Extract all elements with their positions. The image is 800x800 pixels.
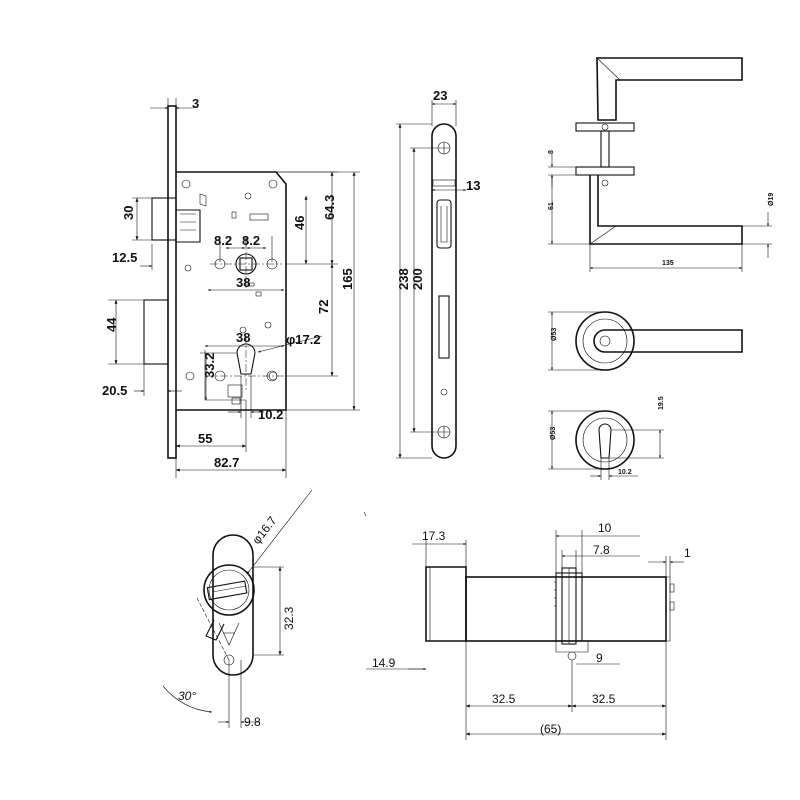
dim-cylinder-cam-angle: 30° xyxy=(178,689,196,703)
dim-latch-height: 30 xyxy=(121,206,136,220)
cylinder-side-dimensions: 17.3 10 7.8 1 14.9 9 32.5 32.5 (65) xyxy=(366,521,691,740)
faceplate-outline xyxy=(431,123,457,459)
escutcheon-outer xyxy=(575,410,635,470)
faceplate-view xyxy=(431,123,457,459)
dim-cylinder-line-38: 38 xyxy=(236,330,250,345)
latch-opening xyxy=(436,199,452,249)
cylinder-body xyxy=(465,576,667,642)
dim-spindle-offset-right: 8.2 xyxy=(242,233,260,248)
dim-center-distance: 72 xyxy=(316,300,331,314)
screw-hole xyxy=(268,179,278,189)
dim-half-left: 32.5 xyxy=(492,692,516,706)
dim-upper-height: 64.3 xyxy=(322,195,337,220)
rose-lower xyxy=(575,166,635,176)
keyway xyxy=(206,580,248,601)
cam xyxy=(205,619,225,641)
rose-outer xyxy=(575,311,635,371)
rose-dimensions: Ø53 xyxy=(548,311,605,371)
rose-front-view xyxy=(575,311,743,371)
cylinder-end-dimensions: φ16.7 32.3 9.8 30° xyxy=(162,489,367,729)
dim-end-offset: 1 xyxy=(684,546,691,560)
dim-body-height: 165 xyxy=(340,268,355,290)
cylinder-profile xyxy=(212,534,254,676)
dim-rose-diameter: Ø53 xyxy=(551,328,558,341)
dim-knob-length: 17.3 xyxy=(422,529,446,543)
dim-half-right: 32.5 xyxy=(592,692,616,706)
dead-bolt xyxy=(143,299,169,365)
dim-faceplate-width: 23 xyxy=(433,88,447,103)
screw-hole xyxy=(567,651,577,661)
dim-cylinder-height: 33.2 xyxy=(202,353,217,378)
dim-cam-slot: 10 xyxy=(598,521,612,535)
cylinder-cutout xyxy=(236,343,256,375)
handle-side-view xyxy=(575,57,743,245)
keyhole xyxy=(598,423,612,459)
dim-spindle-to-top: 46 xyxy=(292,216,307,230)
dim-faceplate-case-length: 200 xyxy=(410,268,425,290)
dim-rose-to-lever: 61 xyxy=(548,202,555,210)
screw-hole xyxy=(181,179,191,189)
latch-bolt xyxy=(151,197,177,241)
faceplate-dimensions: 23 13 238 200 xyxy=(396,88,480,459)
dim-faceplate-thickness-13: 13 xyxy=(466,178,480,193)
dim-cylinder-width: 10.2 xyxy=(258,407,283,422)
escutcheon-dimensions: Ø53 19.5 10.2 xyxy=(548,396,665,480)
deadbolt-opening xyxy=(438,295,450,359)
dim-deadbolt-projection: 20.5 xyxy=(102,383,127,398)
dim-cylinder-diameter: φ17.2 xyxy=(286,332,321,347)
dim-knob-height: 14.9 xyxy=(372,656,396,670)
lever-upper xyxy=(596,57,743,121)
dim-rose-thickness: 8 xyxy=(548,150,555,154)
dim-lever-diameter: Ø19 xyxy=(768,193,775,206)
spindle xyxy=(600,130,610,168)
screw-hole xyxy=(185,371,195,381)
dim-screw-hole: 9 xyxy=(596,651,603,665)
dim-case-depth: 82.7 xyxy=(214,455,239,470)
lever-lower xyxy=(589,175,743,245)
dim-spindle-offset-left: 8.2 xyxy=(214,233,232,248)
dim-total-length: (65) xyxy=(540,722,561,736)
dim-latch-projection: 12.5 xyxy=(112,250,137,265)
dim-escutcheon-diameter: Ø53 xyxy=(550,427,557,440)
lock-faceplate xyxy=(167,105,177,459)
dim-keyhole-height: 19.5 xyxy=(658,396,665,410)
mortise-dimensions: 3 30 12.5 8.2 8.2 38 46 64.3 72 165 38 φ… xyxy=(102,96,360,478)
dim-backset: 55 xyxy=(198,431,212,446)
escutcheon-view xyxy=(575,410,635,470)
dim-deadbolt-height: 44 xyxy=(104,317,119,332)
dim-faceplate-total-length: 238 xyxy=(396,268,411,290)
thumb-knob xyxy=(425,566,467,642)
brand-mark xyxy=(218,622,240,646)
cylinder-side-view xyxy=(425,566,675,661)
cylinder-end-view xyxy=(203,534,255,676)
dim-spindle-line-38: 38 xyxy=(236,275,250,290)
cylinder-plug xyxy=(203,564,255,616)
lock-case xyxy=(176,171,287,411)
mortise-lock-view xyxy=(143,105,287,459)
handle-dimensions: 8 61 Ø19 135 xyxy=(548,150,775,272)
dim-cam-width: 7.8 xyxy=(593,543,610,557)
lever-front xyxy=(593,329,743,353)
dim-faceplate-thickness: 3 xyxy=(192,96,199,111)
dim-cylinder-end-cam-width: 9.8 xyxy=(244,715,261,729)
dim-lever-length: 135 xyxy=(662,260,674,267)
dim-keyhole-width: 10.2 xyxy=(618,469,632,476)
dim-cylinder-end-height: 32.3 xyxy=(282,606,296,630)
dim-cylinder-end-diameter: φ16.7 xyxy=(249,513,279,546)
